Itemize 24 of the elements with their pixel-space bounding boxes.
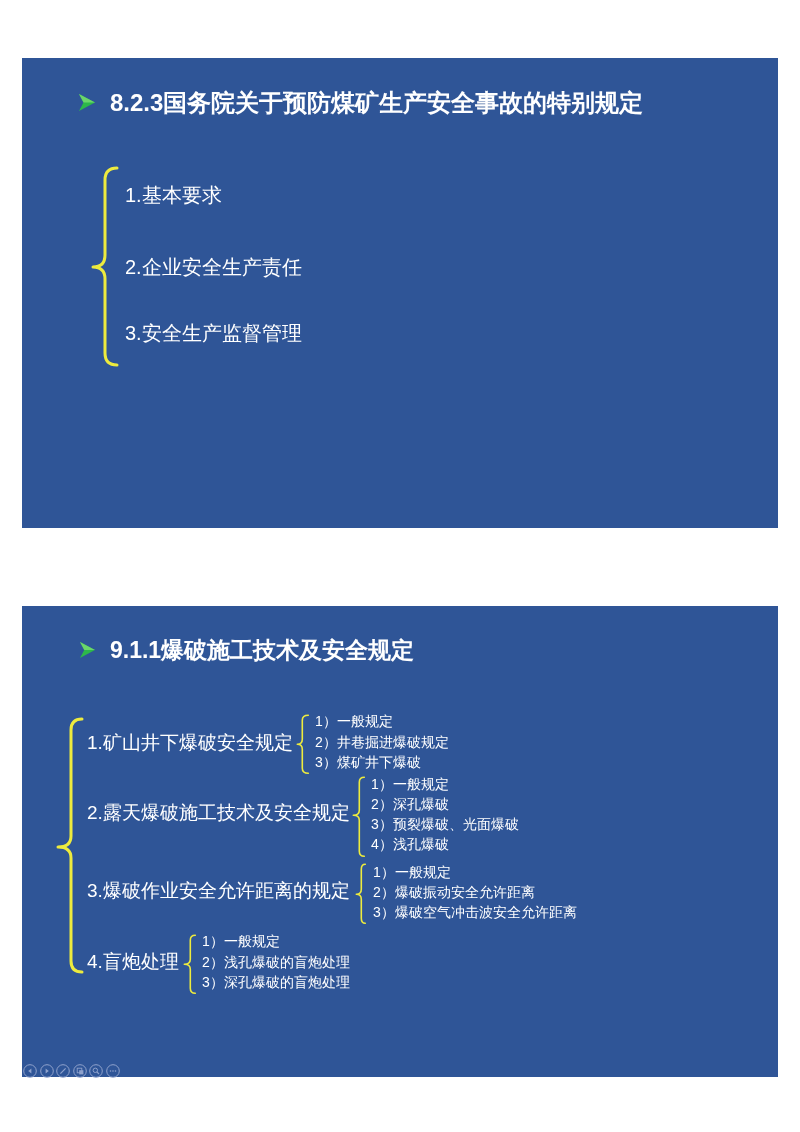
sub-item: 3）煤矿井下爆破: [315, 753, 421, 771]
sub-item: 3）深孔爆破的盲炮处理: [202, 973, 350, 991]
sub-item: 2）爆破振动安全允许距离: [373, 883, 535, 901]
sub-item: 3）预裂爆破、光面爆破: [371, 815, 519, 833]
list-item: 3.安全生产监督管理: [125, 321, 302, 345]
list-item: 1.矿山井下爆破安全规定: [87, 731, 293, 755]
list-item: 3.爆破作业安全允许距离的规定: [87, 879, 350, 903]
sub-item: 3）爆破空气冲击波安全允许距离: [373, 903, 577, 921]
sub-item: 2）浅孔爆破的盲炮处理: [202, 953, 350, 971]
list-item: 4.盲炮处理: [87, 950, 179, 974]
list-item: 2.露天爆破施工技术及安全规定: [87, 801, 350, 825]
slide-panel: [22, 58, 778, 528]
slide-panel: [22, 606, 778, 1077]
slide-title: 9.1.1爆破施工技术及安全规定: [110, 637, 415, 665]
slide-title: 8.2.3国务院关于预防煤矿生产安全事故的特别规定: [110, 88, 644, 118]
list-item: 1.基本要求: [125, 183, 222, 207]
sub-item: 1）一般规定: [202, 932, 280, 950]
sub-item: 1）一般规定: [373, 863, 451, 881]
sub-item: 4）浅孔爆破: [371, 835, 449, 853]
sub-item: 1）一般规定: [315, 712, 393, 730]
sub-item: 2）井巷掘进爆破规定: [315, 733, 449, 751]
sub-item: 1）一般规定: [371, 775, 449, 793]
list-item: 2.企业安全生产责任: [125, 255, 302, 279]
sub-item: 2）深孔爆破: [371, 795, 449, 813]
